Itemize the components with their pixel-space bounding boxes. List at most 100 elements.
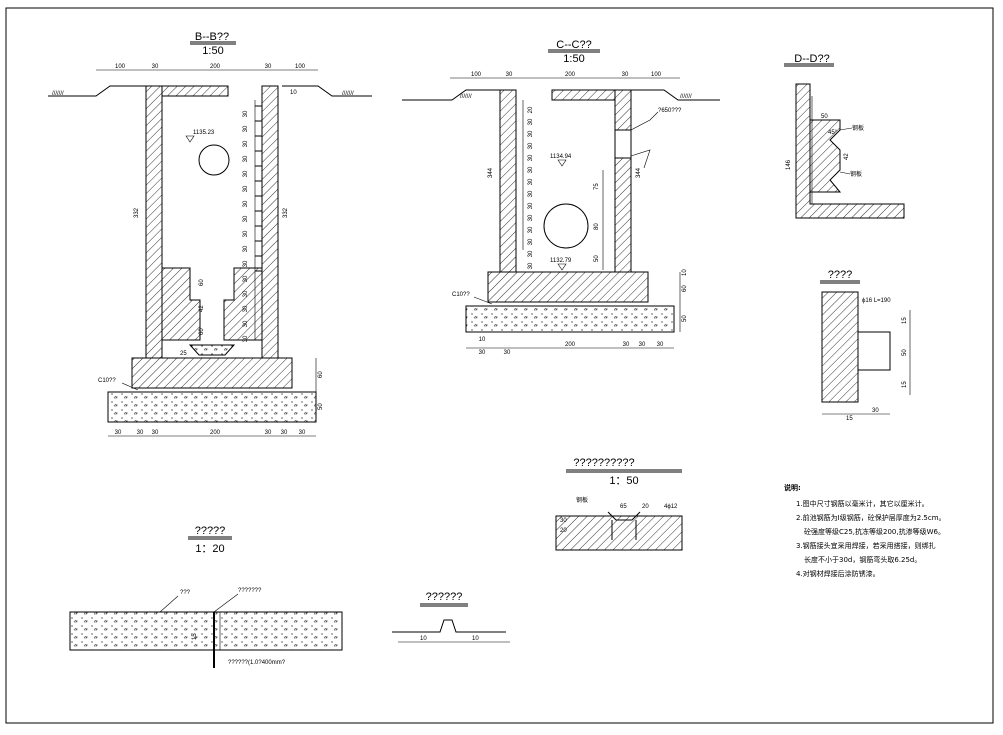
cc-pipe-opening xyxy=(543,203,589,249)
svg-text:30: 30 xyxy=(872,408,879,414)
bb-base-slab xyxy=(131,357,293,389)
svg-text:30: 30 xyxy=(243,155,249,162)
svg-text:30: 30 xyxy=(243,320,249,327)
svg-text:30: 30 xyxy=(528,238,534,245)
cc-height-right: 344 xyxy=(636,167,642,178)
svg-text:10: 10 xyxy=(479,337,486,343)
svg-text:砼强度等级C25,抗冻等级200,抗渗等级W6。: 砼强度等级C25,抗冻等级200,抗渗等级W6。 xyxy=(804,527,945,536)
svg-text:50: 50 xyxy=(682,315,688,322)
cover-scale: 1：50 xyxy=(609,475,638,487)
svg-text:3.钢筋接头宜采用焊接，若采用搭接，则绑扎: 3.钢筋接头宜采用焊接，若采用搭接，则绑扎 xyxy=(796,541,936,550)
svg-text:4ϕ12: 4ϕ12 xyxy=(664,504,678,510)
cover-title: ?????????? xyxy=(573,457,634,469)
svg-text:30: 30 xyxy=(528,130,534,137)
svg-text:30: 30 xyxy=(115,430,122,436)
svg-text:200: 200 xyxy=(210,64,221,70)
svg-text:10: 10 xyxy=(420,636,427,642)
svg-text:15: 15 xyxy=(192,633,198,640)
svg-text:30: 30 xyxy=(281,430,288,436)
cc-scale: 1:50 xyxy=(563,53,584,65)
svg-text:30: 30 xyxy=(243,125,249,132)
svg-text:30: 30 xyxy=(243,305,249,312)
bb-c10-label: C10?? xyxy=(98,378,116,384)
svg-text:60: 60 xyxy=(318,371,324,378)
svg-text:30: 30 xyxy=(243,140,249,147)
bb-cushion xyxy=(107,391,317,423)
svg-text:30: 30 xyxy=(528,250,534,257)
cc-elev-bot: 1132.79 xyxy=(550,258,572,264)
bb-right-wall xyxy=(261,85,279,359)
rebar-bar: ϕ16 L=190 xyxy=(862,298,891,304)
svg-text:30: 30 xyxy=(243,230,249,237)
svg-text:200: 200 xyxy=(565,72,576,78)
bb-sill-label: 25 xyxy=(180,351,187,357)
svg-text:30: 30 xyxy=(243,260,249,267)
svg-text:30: 30 xyxy=(243,335,249,342)
svg-text:30: 30 xyxy=(528,214,534,221)
cc-elev-top: 1134.94 xyxy=(550,154,572,160)
cc-cushion xyxy=(465,305,675,333)
joint-scale: 1：20 xyxy=(195,543,224,555)
svg-text:2.前池钢筋为Ⅰ级钢筋，砼保护层厚度为2.5cm。: 2.前池钢筋为Ⅰ级钢筋，砼保护层厚度为2.5cm。 xyxy=(796,513,946,522)
svg-text:100: 100 xyxy=(115,64,126,70)
bb-pipe-opening xyxy=(198,144,230,176)
svg-text:60: 60 xyxy=(199,328,205,335)
svg-text:75: 75 xyxy=(594,183,600,190)
svg-text:30: 30 xyxy=(137,430,144,436)
svg-text:30: 30 xyxy=(528,262,534,269)
svg-text:30: 30 xyxy=(504,350,511,356)
svg-text:30: 30 xyxy=(528,154,534,161)
bb-elev: 1135.23 xyxy=(193,130,215,136)
svg-text:钢板: 钢板 xyxy=(576,496,588,504)
section-dd: D--D?? 50 45° 42 146 钢板 钢板 xyxy=(784,53,905,219)
cc-left-wall xyxy=(499,89,517,273)
cc-top-dims: 100 30 200 30 100 xyxy=(471,72,662,78)
dd-title: D--D?? xyxy=(794,53,829,65)
svg-text:20: 20 xyxy=(528,106,534,113)
section-bb: B--B?? 1:50 100 30 200 30 100 /////// //… xyxy=(48,31,372,437)
cc-ladder: 20 30 30 30 30 30 30 30 30 30 30 30 30 3… xyxy=(522,100,534,269)
svg-text:10: 10 xyxy=(472,636,479,642)
svg-text:30: 30 xyxy=(528,202,534,209)
cc-c10-label: C10?? xyxy=(452,292,470,298)
svg-text:45°: 45° xyxy=(828,130,838,136)
svg-text:1.图中尺寸钢筋以毫米计，其它以厘米计。: 1.图中尺寸钢筋以毫米计，其它以厘米计。 xyxy=(796,499,929,508)
svg-text:///////: /////// xyxy=(680,94,692,100)
bb-height-right: 332 xyxy=(283,207,289,218)
sheet-border xyxy=(5,7,994,724)
svg-text:长度不小于30d，钢筋弯头取6.25d。: 长度不小于30d，钢筋弯头取6.25d。 xyxy=(804,555,921,564)
svg-text:100: 100 xyxy=(295,64,306,70)
svg-text:??????(1.0?400mm?: ??????(1.0?400mm? xyxy=(228,660,286,666)
bb-title: B--B?? xyxy=(195,31,229,43)
detail-joint: ????? 1：20 ??? ??????? ??????(1.0?400mm?… xyxy=(69,525,343,668)
svg-text:50: 50 xyxy=(821,114,828,120)
cc-title: C--C?? xyxy=(556,39,591,51)
svg-text:30: 30 xyxy=(622,72,629,78)
bb-ladder: 30 30 30 30 30 30 30 30 30 30 30 30 30 3… xyxy=(243,100,262,342)
svg-text:80: 80 xyxy=(594,223,600,230)
svg-text:60: 60 xyxy=(199,279,205,286)
svg-text:15: 15 xyxy=(902,381,908,388)
svg-text:30: 30 xyxy=(528,118,534,125)
svg-text:钢板: 钢板 xyxy=(850,170,862,178)
bb-left-wall xyxy=(145,85,163,359)
svg-text:50: 50 xyxy=(318,403,324,410)
detail-waterstop: ?????? 10 10 xyxy=(392,591,510,643)
svg-text:30: 30 xyxy=(243,110,249,117)
svg-text:30: 30 xyxy=(243,170,249,177)
cc-pipe-label: ?650??? xyxy=(658,108,682,114)
svg-text:///////: /////// xyxy=(460,94,472,100)
svg-text:200: 200 xyxy=(210,430,221,436)
svg-text:42: 42 xyxy=(199,305,205,312)
svg-text:30: 30 xyxy=(657,342,664,348)
cc-bottom-dims: 10 30 30 200 30 30 30 xyxy=(479,337,664,356)
svg-text:30: 30 xyxy=(265,64,272,70)
svg-text:???: ??? xyxy=(180,590,191,596)
svg-text:30: 30 xyxy=(560,518,567,524)
detail-cover: ?????????? 1：50 钢板 4ϕ12 65 20 30 20 xyxy=(555,457,683,551)
svg-text:60: 60 xyxy=(682,285,688,292)
svg-text:30: 30 xyxy=(152,430,159,436)
section-cc: C--C?? 1:50 100 30 200 30 100 /////// //… xyxy=(402,39,720,356)
svg-text:10: 10 xyxy=(290,90,297,96)
